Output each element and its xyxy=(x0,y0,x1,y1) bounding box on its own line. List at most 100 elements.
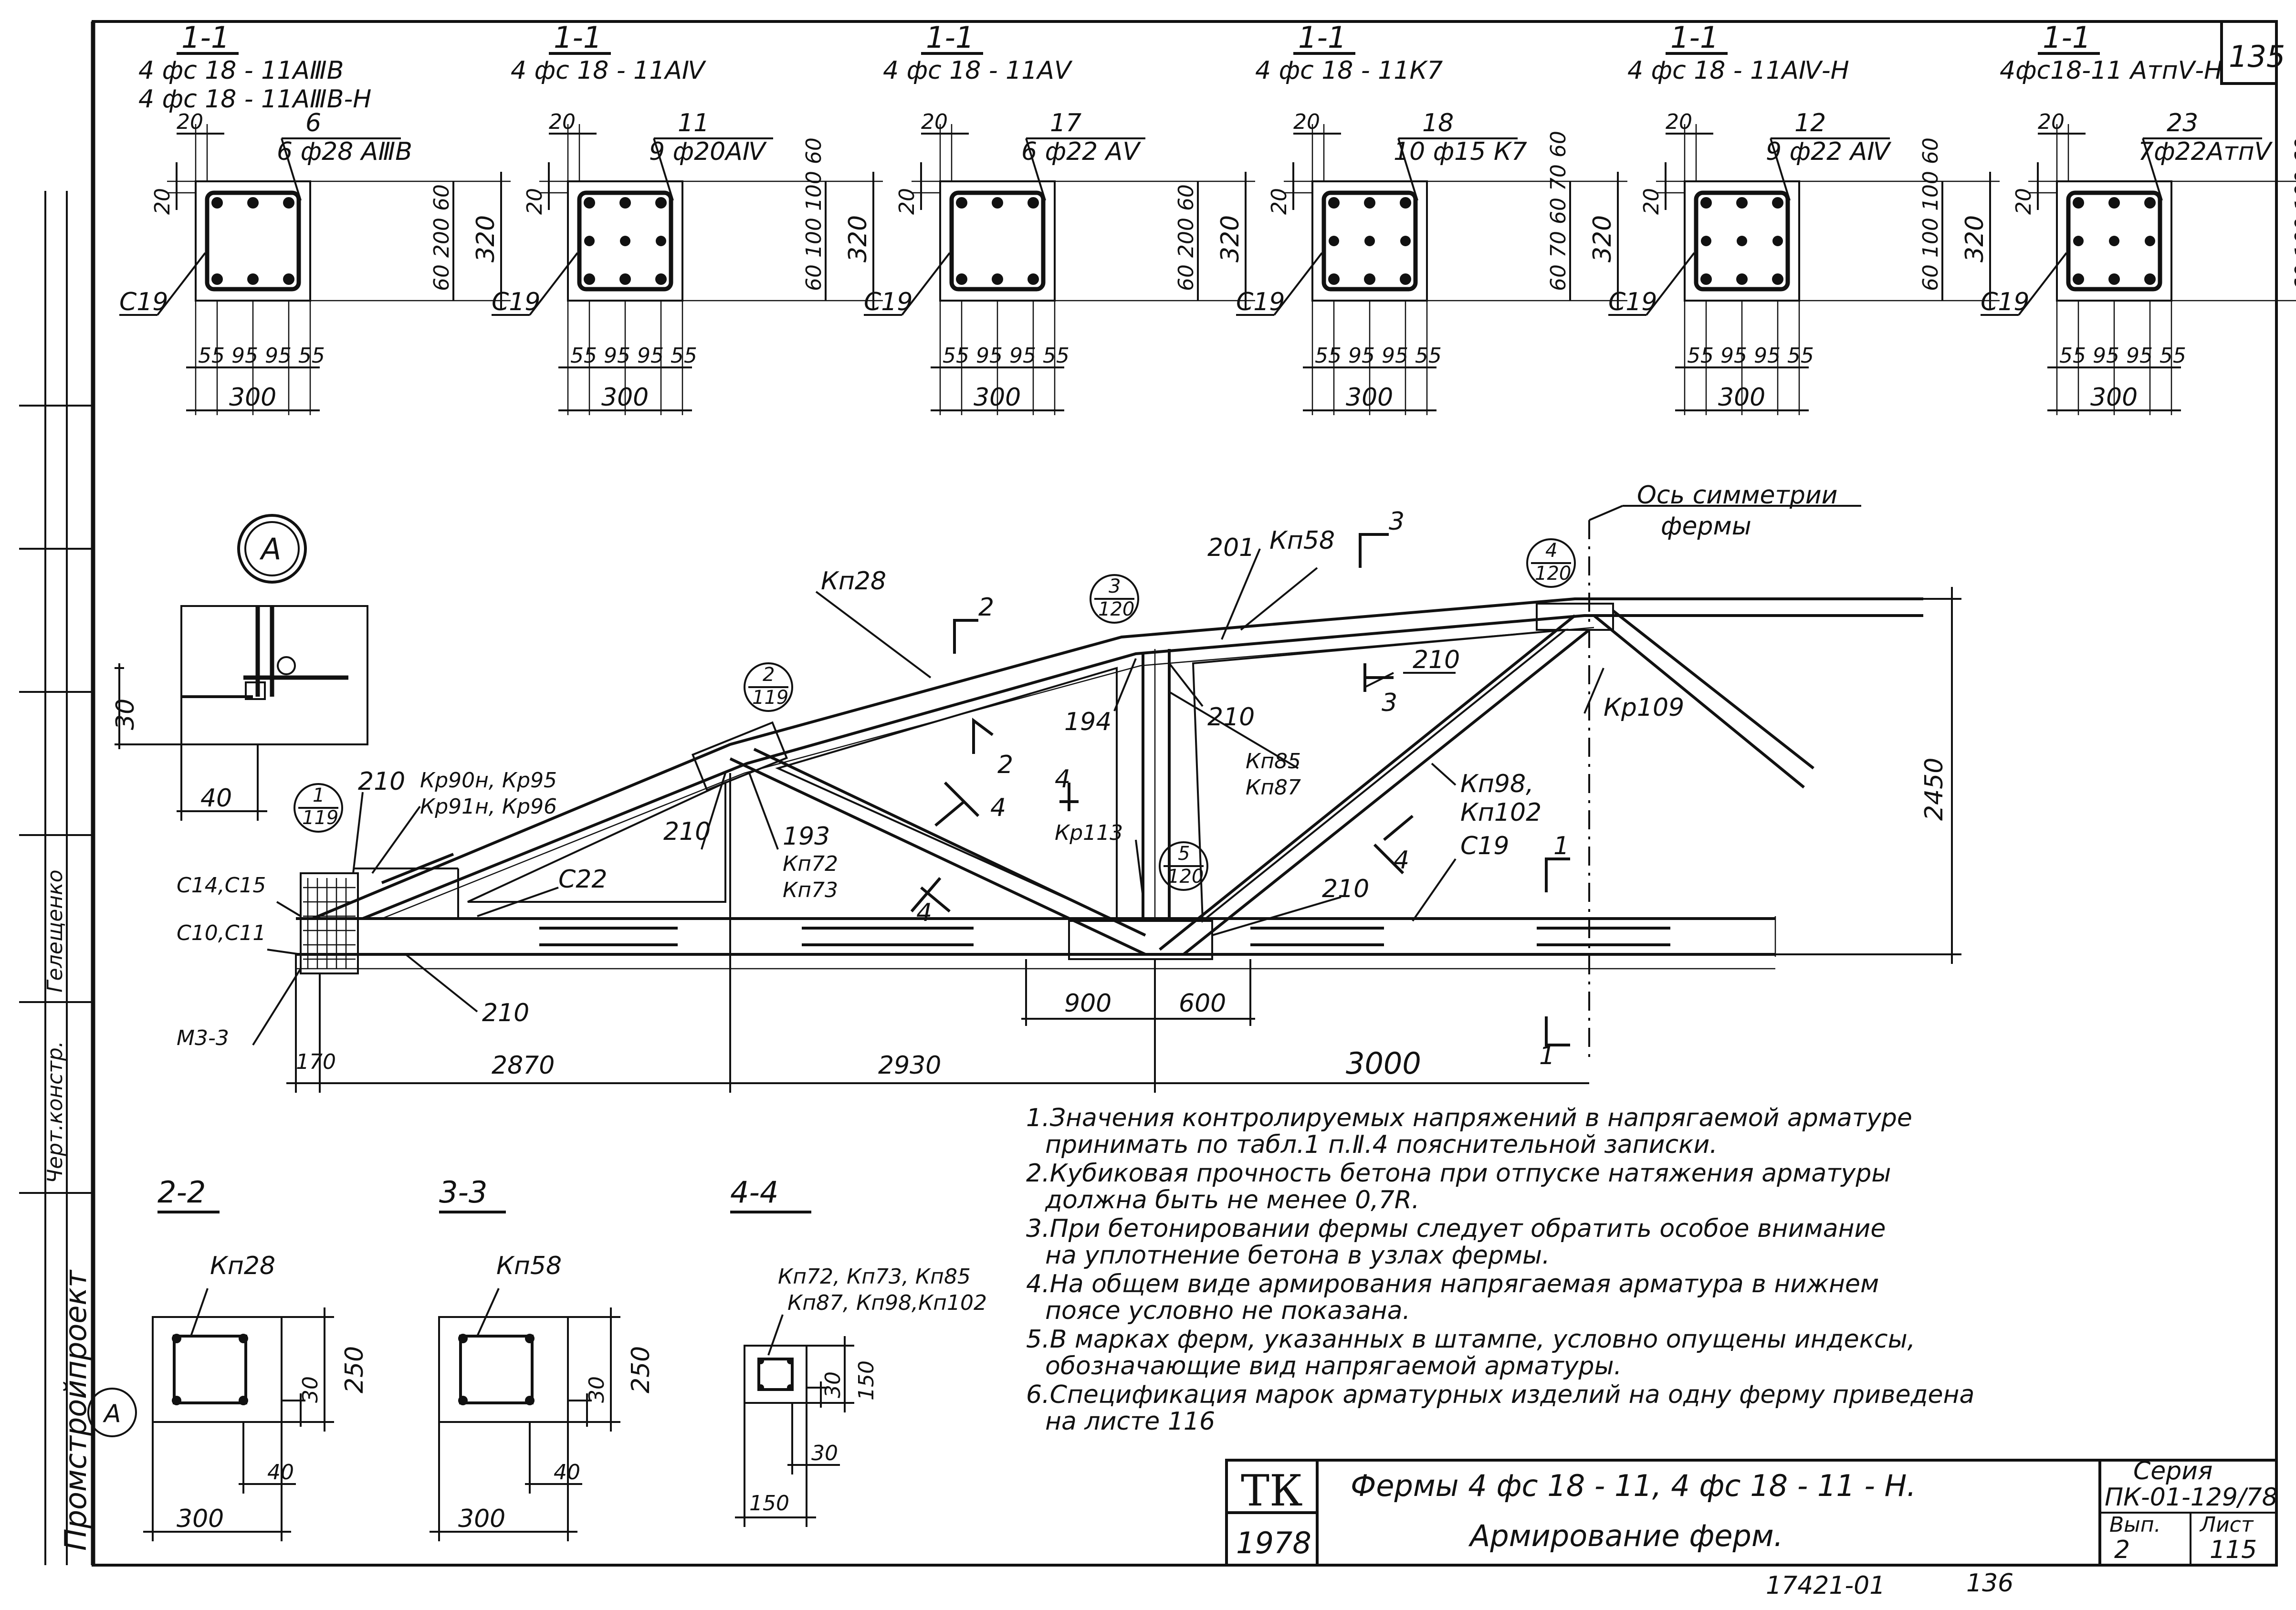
section-width: 300 xyxy=(974,383,1021,412)
section-title: 1-1 xyxy=(554,20,602,55)
section-cover-top: 20 xyxy=(2038,110,2065,134)
section-position: 18 xyxy=(1422,109,1454,137)
stamp-series: ПК-01-129/78 xyxy=(2105,1483,2278,1512)
note-line-10: обозначающие вид напрягаемой арматуры. xyxy=(1045,1352,1622,1380)
section-tie: С19 xyxy=(1608,288,1657,316)
stamp-vyp-label: Вып. xyxy=(2109,1513,2161,1537)
section-bars: 10 ф15 К7 xyxy=(1394,137,1527,166)
node2-bot: 119 xyxy=(752,687,788,709)
stamp-title1: Фермы 4 фс 18 - 11, 4 фс 18 - 11 - Н. xyxy=(1351,1468,1916,1503)
margin-org: Промстройпроект xyxy=(58,1269,93,1551)
note-line-7: 4.На общем виде армирования напрягаемая … xyxy=(1026,1270,1879,1298)
cut-1b: 1 xyxy=(1539,1042,1555,1070)
detail-a-label: А xyxy=(259,532,281,566)
label-kp28: Кп28 xyxy=(821,567,886,596)
section-4-4-h: 150 xyxy=(854,1360,879,1401)
stamp-series-label: Серия xyxy=(2133,1457,2212,1485)
section-3-3-c: 30 xyxy=(585,1376,609,1403)
section-title: 1-1 xyxy=(1670,20,1719,55)
note-line-3: 2.Кубиковая прочность бетона при отпуске… xyxy=(1026,1159,1891,1188)
section-width: 300 xyxy=(601,383,649,412)
section-tie: С19 xyxy=(1981,288,2029,316)
section-title: 1-1 xyxy=(1298,20,1346,55)
node3-top: 3 xyxy=(1109,575,1121,597)
section-position: 17 xyxy=(1050,109,1081,137)
truss-height-dim: 2450 xyxy=(1920,758,1949,821)
label-210d: 210 xyxy=(663,817,711,846)
label-194: 194 xyxy=(1064,708,1111,736)
axis-label-2: фермы xyxy=(1661,512,1751,541)
section-cover-top: 20 xyxy=(921,110,948,134)
node1-top: 1 xyxy=(313,784,325,806)
stamp-tk: ТК xyxy=(1241,1466,1303,1516)
section-cover-top: 20 xyxy=(177,110,203,134)
section-width-split: 55 95 95 55 xyxy=(1315,344,1442,368)
section-height-split: 60 100 100 60 xyxy=(2291,137,2296,291)
label-c22: С22 xyxy=(558,865,607,894)
section-mark-1: 4 фс 18 - 11АⅢВ xyxy=(138,56,344,85)
section-width-split: 55 95 95 55 xyxy=(943,344,1069,368)
node4-top: 4 xyxy=(1545,540,1557,562)
detail-a-dim-h: 30 xyxy=(111,699,140,730)
section-bars: 9 ф22 АⅣ xyxy=(1766,137,1892,166)
small-detail-a-label: А xyxy=(103,1400,121,1428)
cut-1a: 1 xyxy=(1553,832,1569,860)
label-210c: 210 xyxy=(1322,875,1369,903)
cut-3b: 3 xyxy=(1382,689,1397,717)
section-2-2-label: Кп28 xyxy=(210,1252,275,1280)
section-position: 11 xyxy=(678,109,709,137)
dim-3000: 3000 xyxy=(1346,1046,1421,1081)
dim-600: 600 xyxy=(1179,989,1226,1018)
note-line-5: 3.При бетонировании фермы следует обрати… xyxy=(1026,1214,1886,1243)
node3-bot: 120 xyxy=(1098,598,1134,620)
section-width: 300 xyxy=(1718,383,1765,412)
dim-900: 900 xyxy=(1064,989,1111,1018)
note-line-1: 1.Значения контролируемых напряжений в н… xyxy=(1026,1104,1912,1132)
section-4-4-w: 150 xyxy=(749,1491,789,1516)
section-height: 320 xyxy=(472,215,500,262)
label-kp85: Кп85 xyxy=(1246,749,1301,774)
title-block: ТК 1978 Фермы 4 фс 18 - 11, 4 фс 18 - 11… xyxy=(1225,1457,2278,1567)
section-mark-1: 4 фс 18 - 11АⅤ xyxy=(883,56,1073,85)
note-line-8: поясе условно не показана. xyxy=(1045,1296,1410,1325)
label-kp113: Кр113 xyxy=(1055,821,1123,845)
cut-2b: 2 xyxy=(997,751,1013,779)
small-detail-a-circle xyxy=(87,1388,137,1437)
stamp-vyp: 2 xyxy=(2114,1536,2130,1564)
margin-dept: Черт.констр. xyxy=(43,1041,67,1183)
section-height-split: 60 200 60 xyxy=(1174,184,1198,291)
label-kp90: Кр90н, Кр95 xyxy=(420,768,557,793)
section-bars: 6 ф22 АⅤ xyxy=(1021,137,1141,166)
label-kp102: Кп102 xyxy=(1460,798,1541,827)
section-height: 320 xyxy=(844,215,872,262)
section-cover-left: 20 xyxy=(895,188,919,215)
section-width: 300 xyxy=(1346,383,1393,412)
dim-170: 170 xyxy=(296,1050,336,1074)
node2-top: 2 xyxy=(763,664,775,686)
footer-code: 17421-01 xyxy=(1766,1571,1885,1600)
cut-2a: 2 xyxy=(978,593,994,622)
label-kp98: Кп98, xyxy=(1460,770,1534,798)
label-m33: М3-3 xyxy=(177,1026,229,1050)
section-bars: 9 ф20АⅣ xyxy=(649,137,767,166)
label-210f: 210 xyxy=(358,767,405,796)
section-position: 23 xyxy=(2167,109,2198,137)
cut-4a: 4 xyxy=(990,794,1006,822)
section-tie: С19 xyxy=(119,288,168,316)
notes-block: 1.Значения контролируемых напряжений в н… xyxy=(1026,1104,1974,1436)
section-height-split: 60 100 100 60 xyxy=(802,137,826,291)
note-line-9: 5.В марках ферм, указанных в штампе, усл… xyxy=(1026,1325,1915,1354)
note-line-2: принимать по табл.1 п.Ⅱ.4 пояснительной … xyxy=(1045,1130,1718,1159)
small-sections: 2-2 Кп28 250 30 300 40 А 3-3 Кп58 250 xyxy=(87,1175,987,1541)
section-mark-1: 4фс18-11 АтпⅤ-Н xyxy=(2000,56,2223,85)
node5-bot: 120 xyxy=(1167,866,1204,888)
label-210b: 210 xyxy=(1413,646,1460,674)
cut-4b: 4 xyxy=(916,899,932,927)
section-width-split: 55 95 95 55 xyxy=(1687,344,1814,368)
